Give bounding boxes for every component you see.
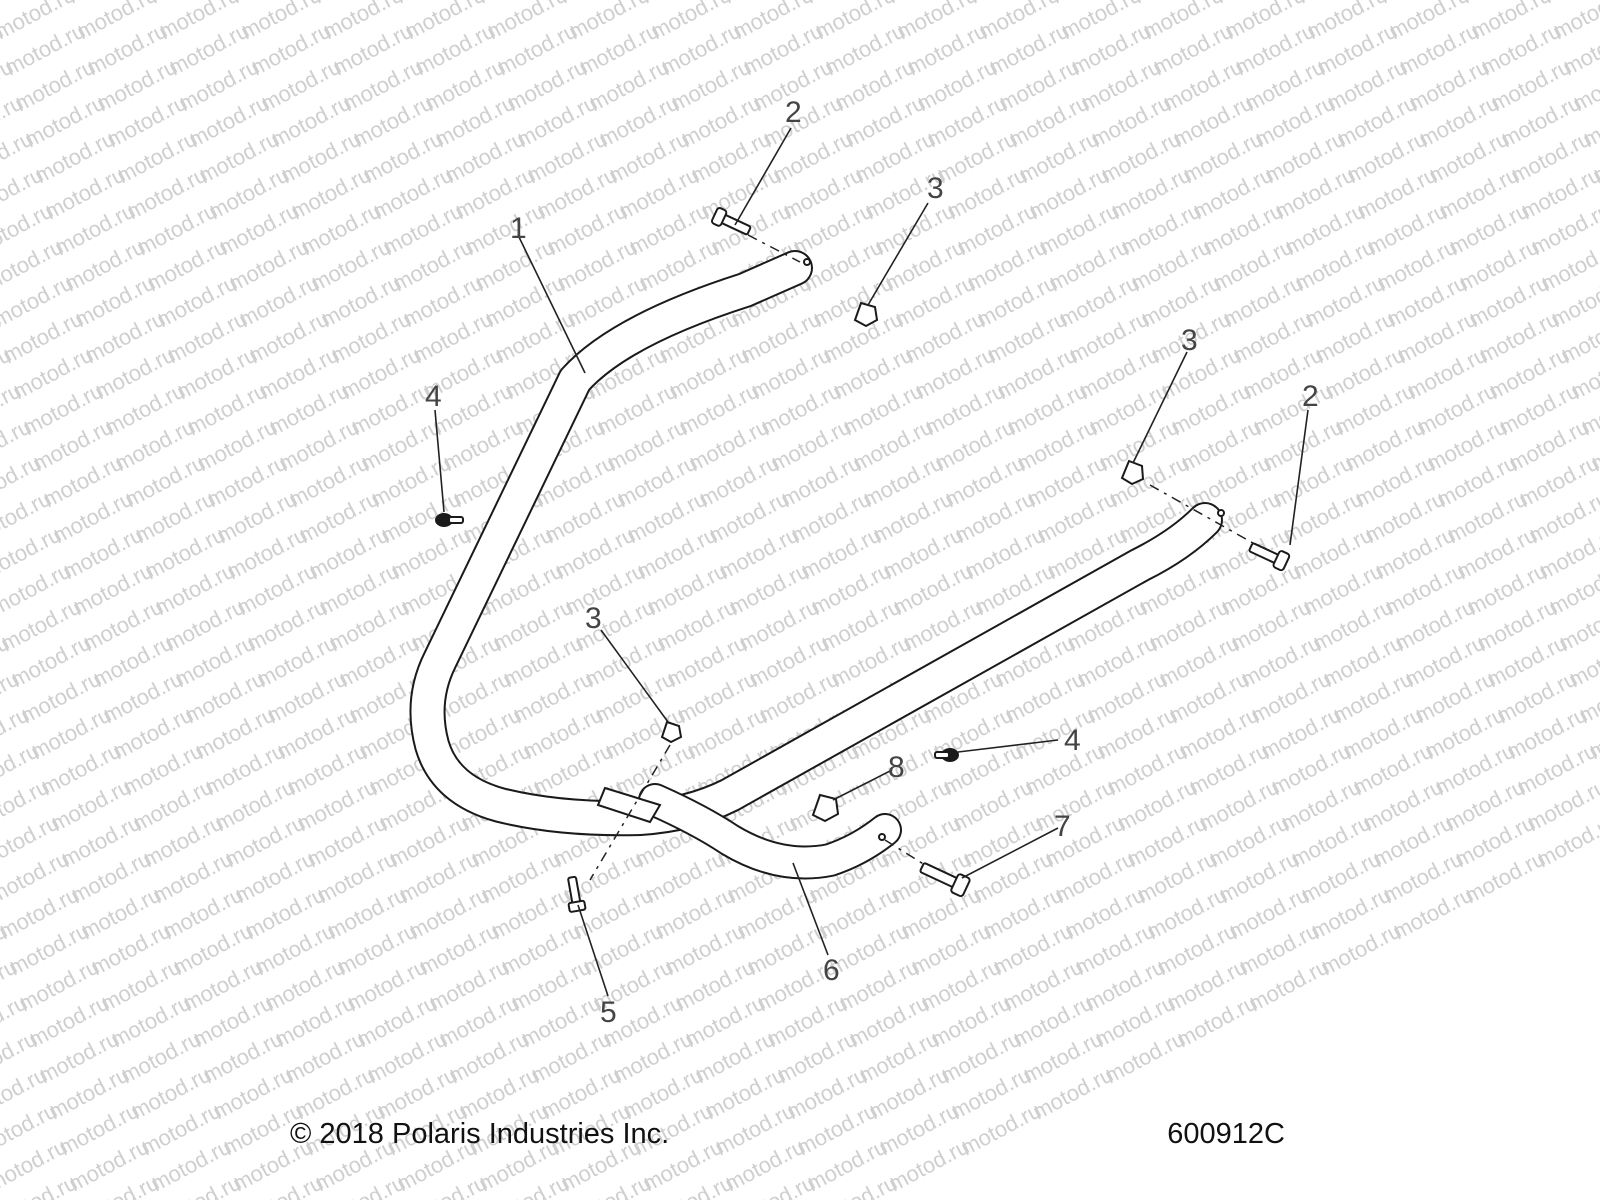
nut-icon [1120, 459, 1145, 486]
assembly-line [747, 234, 801, 263]
callout-3-top: 3 [927, 172, 944, 205]
leader-line [867, 202, 929, 306]
leader-line [1289, 409, 1309, 546]
push-rivet-icon [435, 513, 464, 527]
callout-5: 5 [600, 996, 617, 1029]
bumper-tube [409, 250, 1223, 837]
push-rivet-icon [934, 748, 959, 762]
leader-line [1132, 351, 1188, 464]
mount-hole [878, 833, 886, 841]
callout-3-mid: 3 [585, 602, 602, 635]
leader-line [961, 827, 1059, 879]
assembly-line [884, 839, 926, 866]
callout-1: 1 [510, 212, 527, 245]
callout-3-right: 3 [1181, 324, 1198, 357]
bolt-icon [919, 862, 971, 898]
callout-4-right: 4 [1064, 724, 1081, 757]
mount-hole [803, 258, 811, 266]
nut-icon [660, 720, 683, 744]
leader-line [792, 862, 829, 956]
callout-8: 8 [888, 751, 905, 784]
bolt-icon [567, 875, 587, 913]
leader-line [517, 234, 586, 374]
leader-line [577, 904, 609, 997]
callout-6: 6 [823, 954, 840, 987]
leader-line [734, 127, 792, 226]
copyright-notice: © 2018 Polaris Industries Inc. [290, 1118, 670, 1150]
callout-2-right: 2 [1302, 380, 1319, 413]
nut-icon [853, 301, 879, 328]
bracket-tube [638, 783, 902, 880]
diagram-reference-number: 600912C [1167, 1118, 1285, 1150]
mount-hole [1217, 509, 1225, 517]
bolt-icon [1248, 542, 1291, 572]
leader-line [957, 739, 1059, 753]
callout-4-left: 4 [425, 380, 442, 413]
leader-line [832, 769, 893, 801]
watermark-text: motod.ru [1549, 0, 1600, 44]
assembly-line [1149, 484, 1261, 548]
center-tab [596, 786, 662, 824]
flange-nut-icon [811, 793, 840, 823]
callout-7: 7 [1054, 810, 1071, 843]
assembly-line [589, 744, 671, 881]
leader-line [434, 409, 445, 513]
callout-2-top: 2 [785, 96, 802, 129]
leader-line [600, 629, 669, 723]
